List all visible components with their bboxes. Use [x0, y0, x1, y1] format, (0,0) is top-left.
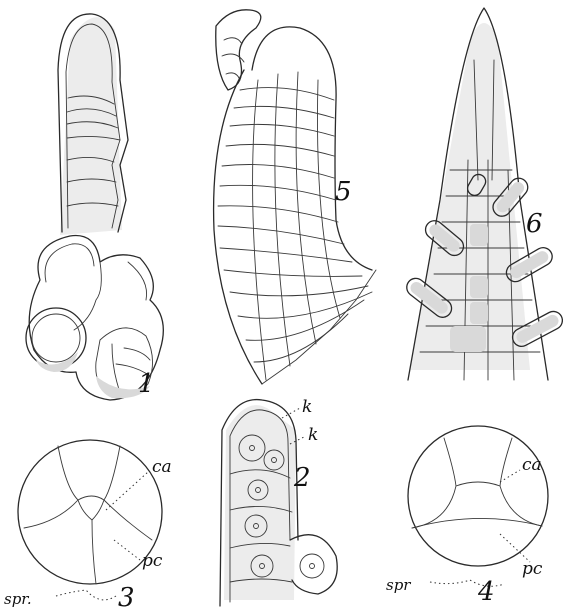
figure-3-number: 3 [118, 583, 135, 613]
figure-6-drawing [403, 8, 565, 380]
figure-2-label-k-upper: k [302, 397, 312, 417]
figure-1-drawing [26, 14, 163, 400]
figure-3-label-pc: pc [142, 551, 163, 571]
figure-2-number: 2 [293, 463, 311, 493]
figure-5-number: 5 [335, 177, 352, 207]
figure-1-number: 1 [138, 369, 155, 399]
figure-4-label-spr: spr [386, 576, 411, 594]
figure-4-label-pc: pc [522, 559, 543, 579]
figure-3-label-ca: ca [152, 457, 172, 477]
figure-2-label-k-lower: k [308, 425, 318, 445]
figure-4-number: 4 [477, 577, 495, 607]
figure-6-number: 6 [526, 209, 543, 239]
figure-4-label-ca: ca [522, 455, 542, 475]
figure-2-drawing [220, 400, 337, 606]
figure-3-drawing [18, 440, 162, 600]
figure-5-drawing [214, 10, 376, 384]
figure-3-label-spr: spr. [4, 590, 32, 608]
